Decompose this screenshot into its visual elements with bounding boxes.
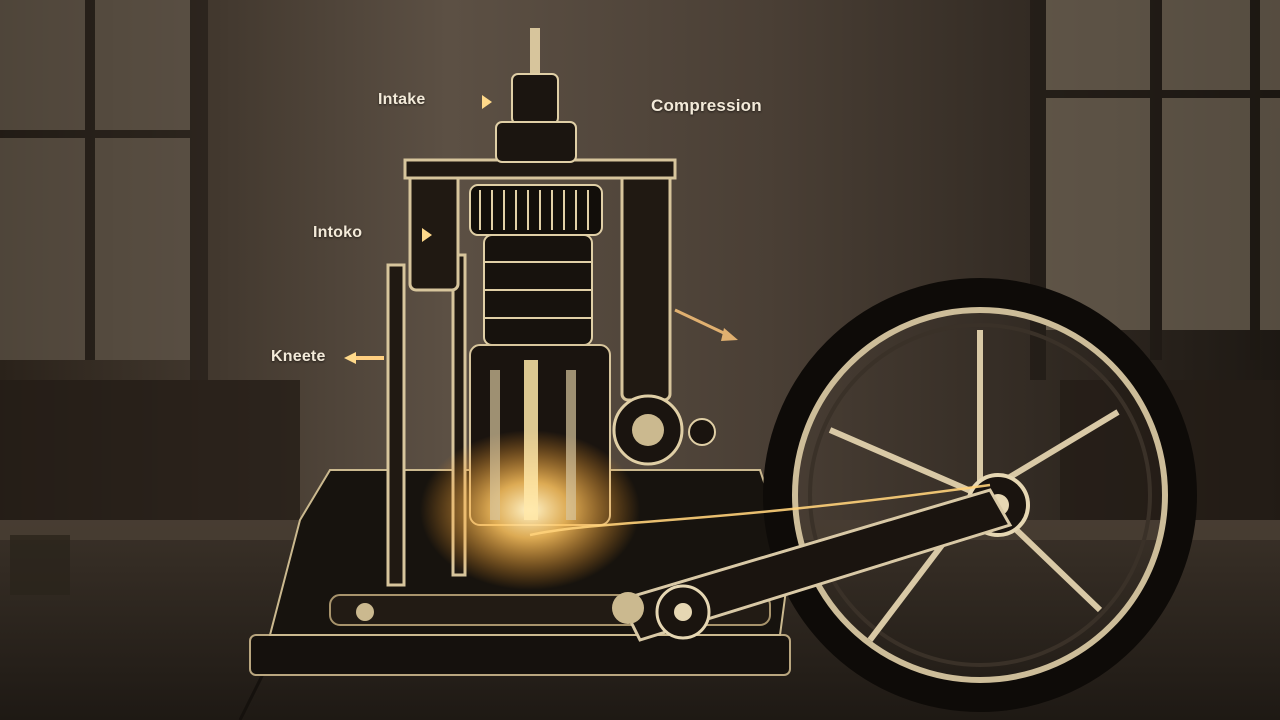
left-window — [0, 0, 208, 380]
compression-label: Compression — [651, 96, 762, 115]
right-window — [1030, 0, 1280, 380]
intake-label: Intake — [378, 91, 426, 108]
exhaust-label: Kneete — [271, 348, 326, 365]
intake-secondary-label: Intoko — [313, 224, 363, 241]
cylinder-head — [469, 184, 603, 346]
connecting-rod — [612, 488, 1013, 642]
bench-left — [0, 380, 300, 520]
label-arrows — [344, 95, 738, 364]
intake-tower — [495, 28, 577, 163]
support-rods — [386, 158, 677, 587]
